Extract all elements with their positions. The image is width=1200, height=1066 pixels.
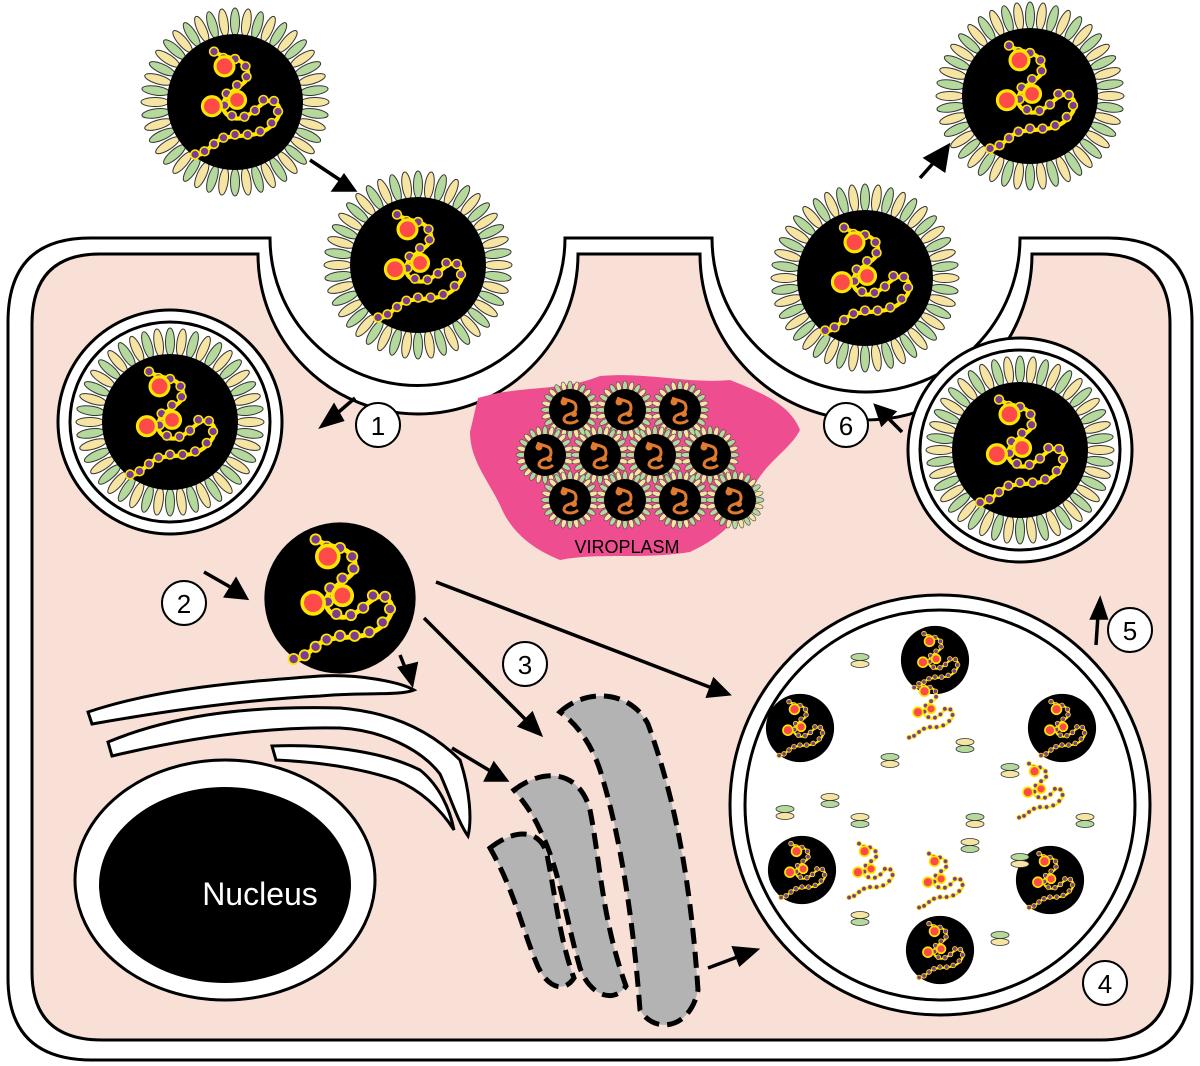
endoplasmic-reticulum	[86, 674, 472, 840]
disassembling-core	[768, 836, 836, 904]
arrow-to-golgi-top	[422, 616, 544, 738]
nucleus-label: Nucleus	[202, 876, 318, 912]
virion-endocytosed	[75, 327, 265, 517]
svg-text:6: 6	[839, 411, 853, 441]
spike-protein-dimer	[955, 738, 975, 753]
disassembling-core	[766, 694, 834, 762]
golgi-apparatus	[486, 693, 701, 1028]
spike-protein-dimer	[1075, 813, 1095, 828]
viroplasm-particle	[705, 470, 765, 530]
spike-protein-dimer	[1010, 853, 1030, 868]
arrow-golgi-to-mvb	[707, 946, 761, 970]
viroplasm-particle	[650, 470, 710, 530]
arrow-step6	[873, 403, 904, 434]
virion-released	[935, 1, 1125, 191]
svg-text:2: 2	[177, 589, 191, 619]
spike-protein-dimer	[850, 653, 870, 668]
arrow-to-mvb	[435, 580, 732, 699]
arrows	[203, 142, 1109, 970]
viroplasm-particles	[515, 380, 765, 530]
svg-text:1: 1	[371, 411, 385, 441]
arrow-step5	[1089, 595, 1109, 646]
spike-protein-dimer	[850, 813, 870, 828]
viroplasm-particle	[540, 380, 600, 440]
arrow-step1	[318, 396, 357, 429]
viroplasm-particle	[595, 470, 655, 530]
step-marker-5: 5	[1107, 607, 1153, 653]
golgi-cisterna-3	[556, 693, 701, 1028]
spike-protein-dimer	[880, 753, 900, 768]
spike-protein-dimer	[850, 911, 870, 926]
spike-protein-dimer	[960, 838, 980, 853]
arrow-er-to-golgi	[451, 746, 510, 782]
maturation-vesicle	[728, 593, 1152, 1017]
golgi-cisterna-2	[510, 773, 629, 999]
disassembling-core	[901, 626, 969, 694]
spike-protein-dimer	[965, 813, 985, 828]
golgi-cisterna-1	[486, 831, 577, 990]
arrow-release	[918, 142, 951, 180]
arrow-to-er	[397, 654, 419, 689]
step-marker-4: 4	[1082, 960, 1128, 1006]
spike-protein-dimer	[1000, 763, 1020, 778]
arrow-step2	[203, 570, 250, 601]
virions	[75, 1, 1125, 545]
step-markers: 1 2 3 4 5 6	[161, 402, 1153, 1006]
viroplasm: VIROPLASM	[470, 375, 800, 560]
arrow-approach	[309, 158, 358, 192]
disassembling-core	[1028, 694, 1096, 762]
nucleus: Nucleus	[73, 758, 377, 1002]
viroplasm-particle	[515, 425, 575, 485]
step-marker-2: 2	[161, 580, 207, 626]
svg-text:3: 3	[518, 650, 532, 680]
spike-protein-dimer	[775, 805, 795, 820]
svg-text:4: 4	[1098, 969, 1112, 999]
step-marker-1: 1	[355, 402, 401, 448]
virion-exocytic	[925, 355, 1115, 545]
spike-protein-dimer	[820, 793, 840, 808]
virion-budding	[770, 183, 960, 373]
viroplasm-particle	[540, 470, 600, 530]
viroplasm-label: VIROPLASM	[574, 537, 679, 557]
uncoated-core	[264, 522, 415, 673]
virion-attaching	[323, 170, 513, 360]
viroplasm-particle	[650, 380, 710, 440]
disassembling-core	[906, 916, 974, 984]
step-marker-6: 6	[823, 402, 869, 448]
viroplasm-particle	[625, 425, 685, 485]
spike-protein-dimer	[990, 931, 1010, 946]
step-marker-3: 3	[502, 641, 548, 687]
virion-extracellular-incoming	[140, 7, 330, 197]
svg-text:5: 5	[1123, 616, 1137, 646]
disassembling-particles	[766, 626, 1096, 984]
